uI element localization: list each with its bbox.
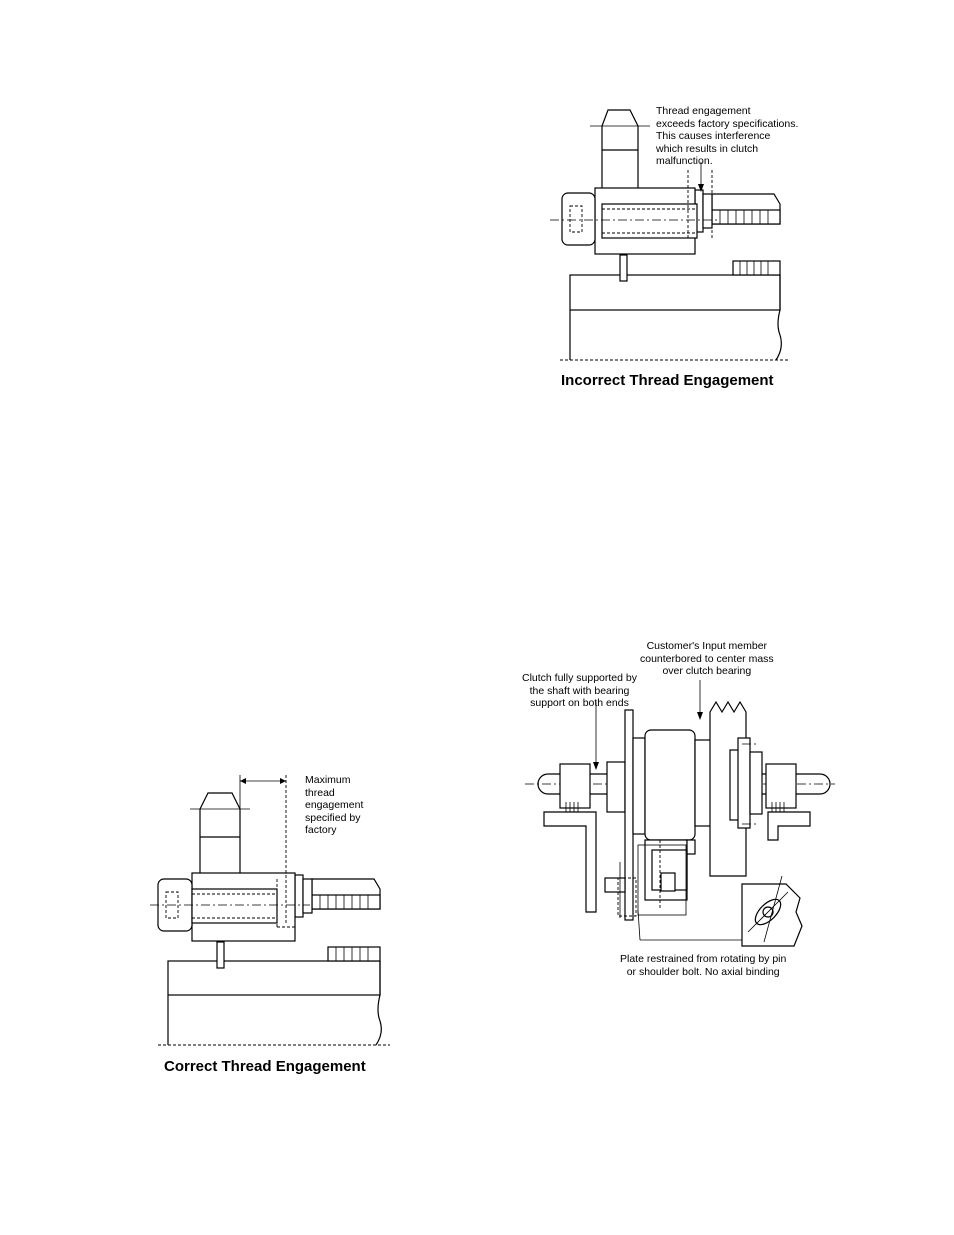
mounting-plate-note: Plate restrained from rotating by pin or… [620,953,787,978]
incorrect-thread-figure [540,100,820,370]
correct-thread-note: Maximum thread engagement specified by f… [305,774,364,836]
incorrect-thread-drawing [550,109,790,361]
mounting-support-note: Clutch fully supported by the shaft with… [522,672,637,709]
mounting-drawing [525,680,835,947]
correct-thread-drawing [150,775,390,1046]
mounting-figure [520,640,840,960]
mounting-input-note: Customer's Input member counterbored to … [640,640,774,677]
correct-thread-caption: Correct Thread Engagement [164,1058,366,1075]
correct-thread-figure [150,775,400,1050]
incorrect-thread-caption: Incorrect Thread Engagement [561,372,774,389]
incorrect-thread-note: Thread engagement exceeds factory specif… [656,105,799,167]
